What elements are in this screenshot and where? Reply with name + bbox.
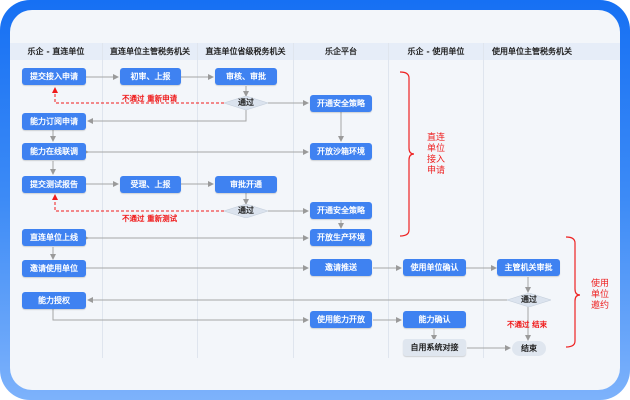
node-open-production[interactable]: 开放生产环境 [310,229,372,246]
lane-header-direct-unit: 乐企 - 直连单位 [27,47,85,56]
node-review-approve[interactable]: 审核、审批 [215,68,277,85]
node-open-security-1[interactable]: 开通安全策略 [310,95,372,112]
lane-header-user-tax-authority: 使用单位主管税务机关 [492,47,572,56]
lane-divider [102,43,103,358]
phase-label-direct-access: 直连 单位 接入 申请 [427,133,451,177]
node-open-capability[interactable]: 使用能力开放 [310,311,372,328]
lane-header-leqi-platform: 乐企平台 [325,47,357,56]
phase-label-line: 单位 [591,290,610,300]
node-approve-open[interactable]: 审批开通 [215,176,277,193]
lane-header-user-unit: 乐企 - 使用单位 [407,47,465,56]
swimlane-header [10,43,620,60]
phase-label-user-invite: 使用 单位 邀约 [591,279,615,312]
edge [87,110,247,124]
decision-pass-1[interactable]: 通过 [224,96,268,110]
node-invite-user[interactable]: 邀请使用单位 [22,260,86,277]
node-submit-test[interactable]: 提交测试报告 [22,176,86,193]
lane-header-provincial-tax-authority: 直连单位省级税务机关 [205,47,286,56]
node-first-review[interactable]: 初审、上报 [120,68,181,85]
node-accept-report[interactable]: 受理、上报 [120,176,181,193]
node-authority-approve[interactable]: 主管机关审批 [497,259,560,276]
decision-label: 通过 [521,295,537,304]
node-go-online[interactable]: 直连单位上线 [22,229,86,246]
node-self-dock[interactable]: 自用系统对接 [403,339,466,356]
node-submit-access[interactable]: 提交接入申请 [22,68,86,85]
node-user-confirm[interactable]: 使用单位确认 [403,259,466,276]
node-invite-push[interactable]: 邀请推送 [310,259,372,276]
diamond-shape [507,293,551,307]
phase-label-line: 申请 [427,166,446,176]
phase-bracket [565,236,581,348]
lane-divider [197,43,198,358]
phase-label-line: 邀约 [591,301,610,311]
diamond-shape [224,204,268,218]
node-end[interactable]: 结束 [512,341,546,356]
node-capability-confirm[interactable]: 能力确认 [403,311,466,328]
reject-label-retest: 不通过 重新测试 [122,214,178,223]
node-online-debug[interactable]: 能力在线联调 [22,143,86,160]
decision-label: 通过 [238,206,254,215]
phase-label-line: 直连 [427,133,446,143]
node-capability-auth[interactable]: 能力授权 [22,292,86,309]
lane-header-direct-tax-authority: 直连单位主管税务机关 [110,47,190,56]
lane-divider [483,43,484,358]
phase-bracket [399,71,415,237]
node-open-sandbox[interactable]: 开放沙箱环境 [310,143,372,160]
lane-divider [388,43,389,358]
reject-label-reapply: 不通过 重新申请 [122,94,178,103]
lane-divider [293,43,294,358]
reject-edge [52,87,224,104]
decision-pass-2[interactable]: 通过 [224,204,268,218]
decision-pass-3[interactable]: 通过 [507,293,551,307]
phase-label-line: 接入 [427,155,446,165]
phase-label-line: 使用 [591,279,610,289]
reject-edge [52,194,224,212]
node-open-security-2[interactable]: 开通安全策略 [310,202,372,219]
reject-label-end: 不通过 结束 [507,320,548,329]
edge [52,309,309,323]
phase-label-line: 单位 [427,144,446,154]
node-capability-subscribe[interactable]: 能力订阅申请 [22,113,86,130]
decision-label: 通过 [238,98,254,107]
diamond-shape [224,96,268,110]
